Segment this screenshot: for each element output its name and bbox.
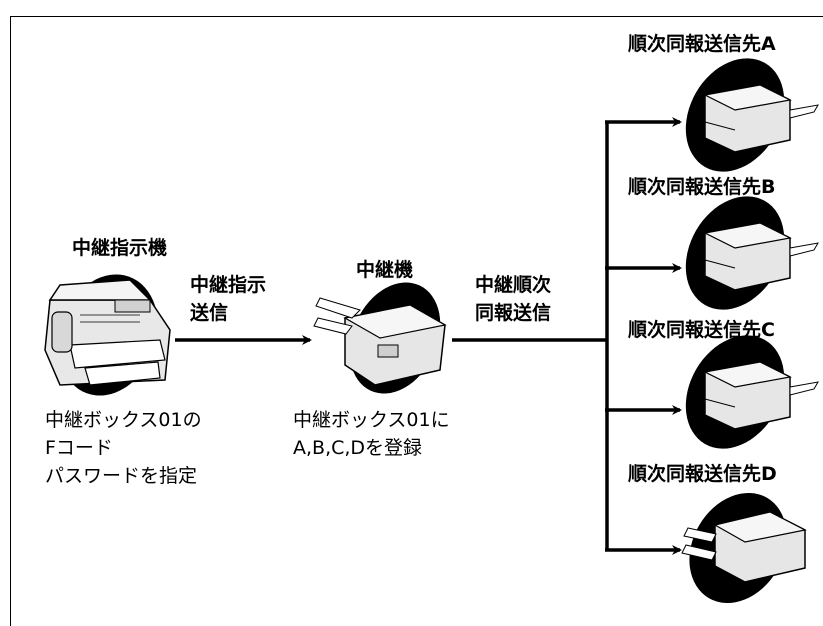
relay-machine-note-line2: A,B,C,Dを登録 [293,437,423,459]
relay-instructor-fax-icon [44,274,171,396]
destination-a-fax-icon [685,58,819,172]
diagram-frame [10,16,823,626]
destination-d-label: 順次同報送信先D [628,463,777,485]
relay-instructor-note-line3: パスワードを指定 [45,465,198,487]
destination-b-fax-icon [685,196,819,310]
destination-a-label: 順次同報送信先A [628,33,776,55]
destination-d-fax-icon [681,492,807,604]
relay-machine-note-line1: 中継ボックス01に [293,409,450,431]
destination-c-label: 順次同報送信先C [628,319,775,341]
relay-send-label-line1: 中継指示 [190,274,267,296]
relay-send-label-line2: 送信 [190,302,229,324]
broadcast-label-line1: 中継順次 [475,274,552,296]
relay-instructor-note-line2: Fコード [45,437,113,459]
destination-c-fax-icon [685,335,819,449]
broadcast-label-line2: 同報送信 [475,302,552,324]
relay-instructor-note-line1: 中継ボックス01の [45,409,202,431]
relay-instructor-title: 中継指示機 [72,237,168,259]
destination-b-label: 順次同報送信先B [628,176,776,198]
relay-machine-fax-icon [313,282,447,394]
relay-machine-title: 中継機 [356,259,414,281]
